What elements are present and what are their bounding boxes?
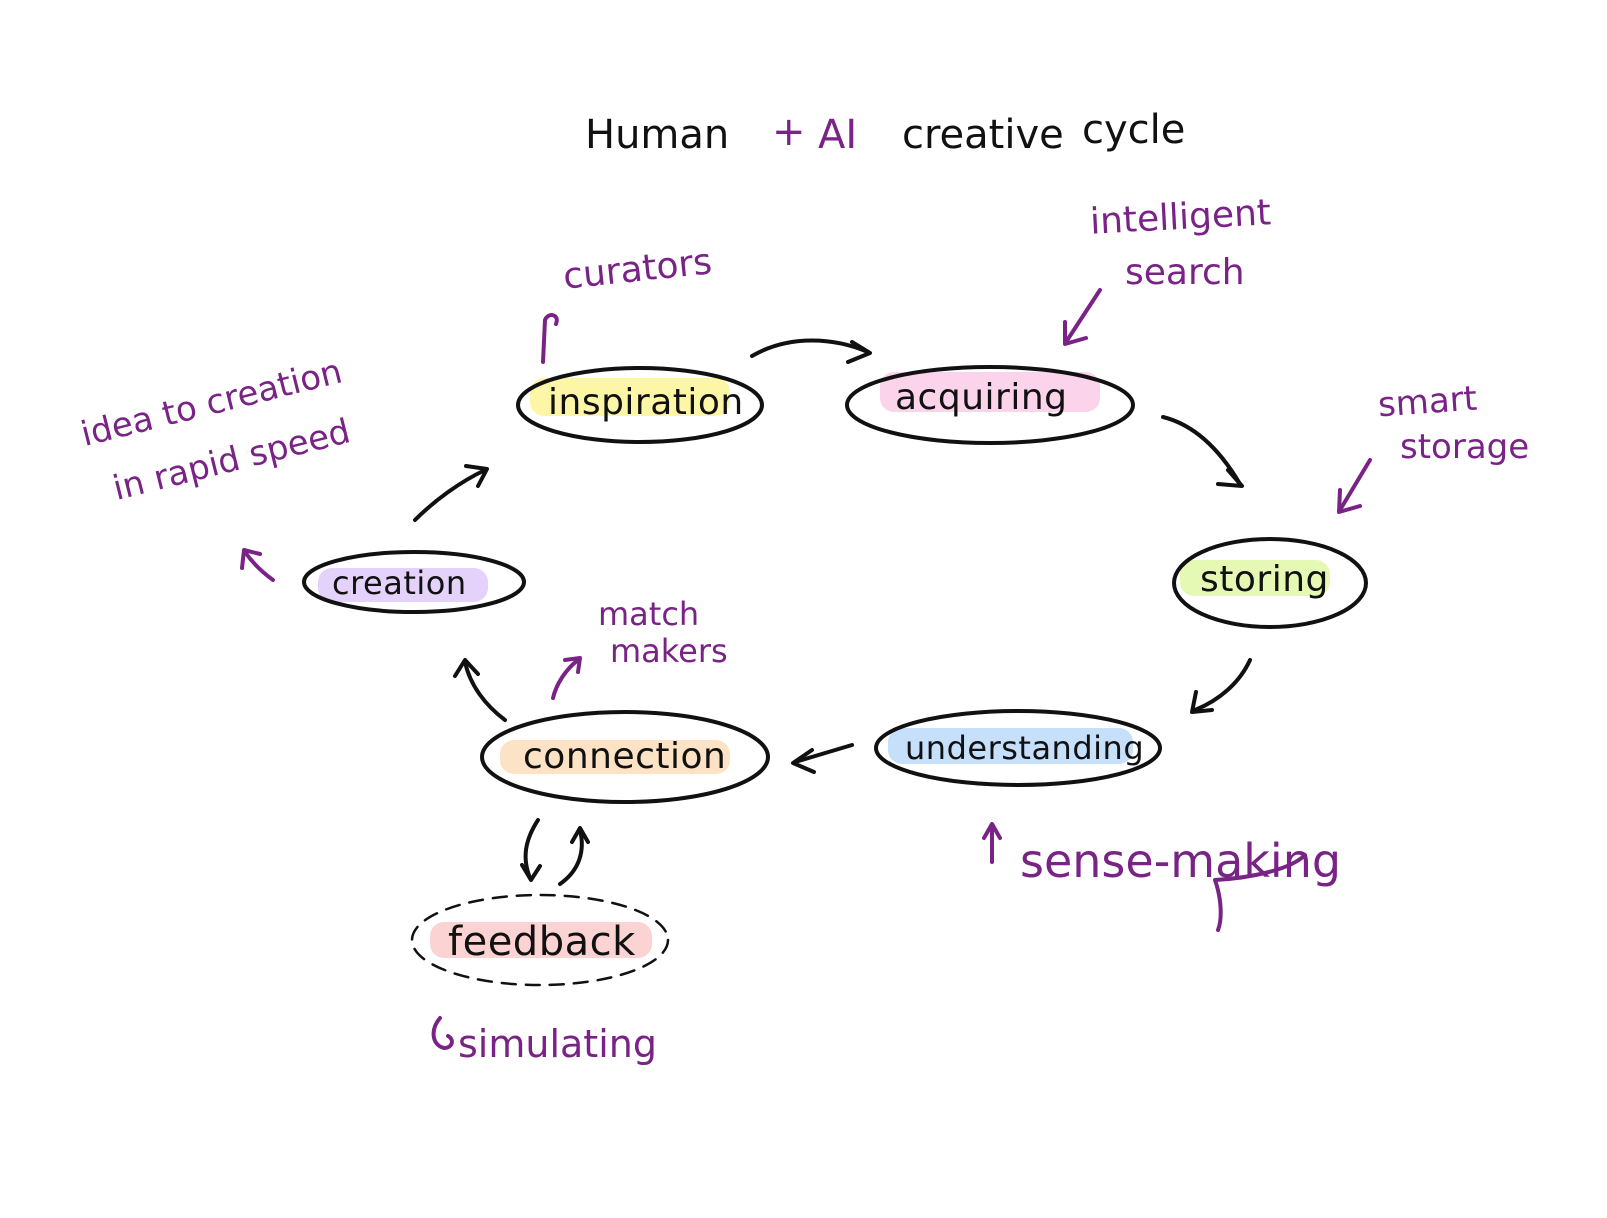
title-ai: AI [818,112,858,158]
node-inspiration: inspiration [548,382,744,423]
title-plus: + [772,109,806,155]
node-storing: storing [1200,559,1329,600]
arrow-match-makers [551,658,580,700]
arrow-creation-to-inspiration-head [464,464,489,488]
creation-highlight [318,568,488,602]
arrow-connection-to-creation [463,660,507,722]
arrow-connection-to-feedback-head [520,863,542,882]
storing-highlight [1180,560,1330,596]
arrow-understanding-to-connection-head [791,748,816,774]
node-connection: connection [523,736,727,777]
arrow-acquiring-to-storing [1161,415,1242,486]
arrow-inspiration-to-acquiring-head [846,340,872,364]
arrow-curators [541,313,559,364]
annotation-search: search [1125,252,1245,293]
node-acquiring: acquiring [895,377,1068,418]
arrow-idea-to-creation-head [240,548,262,570]
inspiration-ellipse [516,366,764,444]
acquiring-ellipse [845,365,1135,445]
title-human: Human [585,112,730,158]
node-creation: creation [332,564,467,602]
arrow-storing-to-understanding-head [1190,690,1214,714]
arrow-match-makers-head [563,656,582,674]
connection-ellipse [480,710,770,804]
annotation-simulating: simulating [458,1022,657,1066]
arrow-connection-to-creation-head [453,658,480,678]
annotation-storage: storage [1400,427,1530,467]
node-understanding: understanding [905,729,1145,767]
arrow-smart-storage [1338,458,1372,512]
title-creative: creative [902,112,1064,158]
arrow-sense-making-head [982,822,1002,840]
feedback-highlight [430,922,652,958]
connection-highlight [500,740,730,774]
arrow-storing-to-understanding [1193,658,1252,712]
understanding-ellipse [874,709,1162,787]
acquiring-highlight [880,372,1100,412]
arrow-inspiration-to-acquiring [750,338,870,358]
understanding-highlight [888,728,1133,764]
annotation-intelligent: intelligent [1089,192,1272,243]
arrow-creation-to-inspiration [413,468,487,522]
annotation-sense-making: sense-making [1020,834,1342,888]
title-cycle: cycle [1082,107,1186,153]
arrow-simulating [431,1016,454,1050]
feedback-ellipse [410,893,670,987]
arrow-feedback-to-connection-head [570,826,590,844]
arrow-understanding-to-connection [793,743,854,764]
arrow-acquiring-to-storing-head [1216,468,1244,488]
creation-ellipse [302,550,526,614]
arrow-intelligent-search [1064,288,1102,344]
node-feedback: feedback [448,919,636,965]
annotation-makers: makers [610,632,728,670]
arrow-feedback-to-connection [558,828,584,886]
inspiration-highlight [530,378,730,416]
annotation-match: match [598,595,700,633]
arrow-smart-storage-head [1337,488,1362,514]
arrow-idea-to-creation [243,550,275,582]
annotation-smart: smart [1376,378,1479,426]
arrow-intelligent-search-head [1063,320,1088,346]
storing-ellipse [1172,537,1368,629]
sense-making-tail [1213,853,1307,932]
